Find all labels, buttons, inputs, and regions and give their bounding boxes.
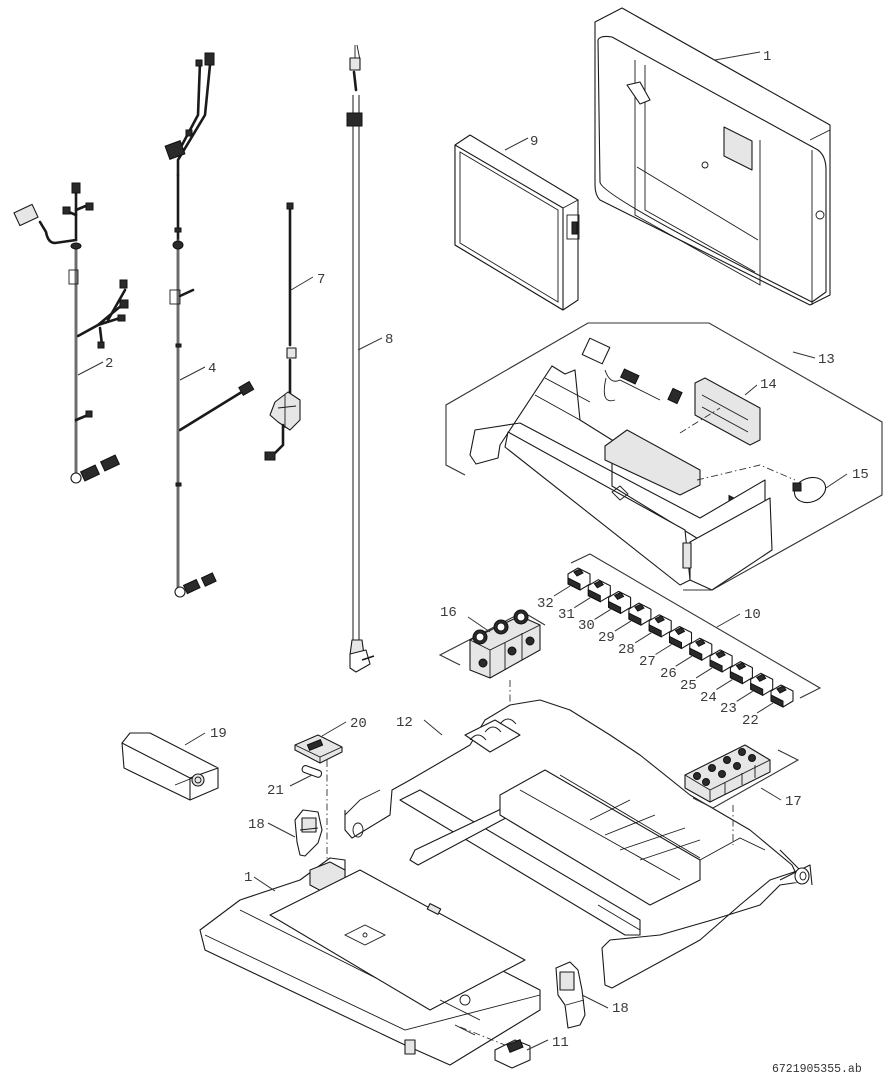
leader-27 <box>655 644 672 655</box>
leader-32 <box>553 585 571 597</box>
part-display-module <box>454 134 580 311</box>
part-clip-18-right <box>555 961 586 1029</box>
callout-1-top: 1 <box>763 49 771 65</box>
callout-22: 22 <box>742 713 759 729</box>
callout-13: 13 <box>818 352 835 368</box>
part-clip-18-left <box>294 809 323 857</box>
connector-24 <box>716 661 753 691</box>
callout-labels: 1 9 2 4 7 8 13 14 15 10 32 31 30 29 28 2… <box>105 49 869 1051</box>
leader-22 <box>756 702 774 714</box>
part-cable-7 <box>264 202 301 461</box>
callout-20: 20 <box>350 716 367 732</box>
connector-22 <box>756 684 794 714</box>
connector-32 <box>553 567 591 597</box>
callout-30: 30 <box>578 618 595 634</box>
part-cover-plate-14 <box>694 377 761 446</box>
callout-8: 8 <box>385 332 393 348</box>
leader-29 <box>614 620 632 632</box>
part-terminal-block-16 <box>438 609 546 720</box>
connector-27 <box>655 625 693 655</box>
callout-17: 17 <box>785 794 802 810</box>
callout-25: 25 <box>680 678 697 694</box>
part-connector-set-10 <box>553 553 822 714</box>
callout-18-left: 18 <box>248 817 265 833</box>
part-grommet-strip-17 <box>684 744 800 845</box>
connector-30 <box>594 590 632 620</box>
part-cover-cap-19 <box>121 732 219 801</box>
callout-12: 12 <box>396 715 413 731</box>
leader-23 <box>736 690 753 702</box>
part-wiring-harness-4 <box>164 52 255 598</box>
bracket-10 <box>570 553 822 699</box>
leader-24 <box>716 679 733 691</box>
connector-26 <box>675 637 713 667</box>
bracket-13 <box>445 322 883 591</box>
connector-29 <box>614 602 652 632</box>
callout-27: 27 <box>639 654 656 670</box>
connector-25 <box>695 649 733 679</box>
callout-26: 26 <box>660 666 677 682</box>
callout-19: 19 <box>210 726 227 742</box>
callout-29: 29 <box>598 630 615 646</box>
connector-23 <box>736 672 774 702</box>
connector-28 <box>634 614 672 644</box>
part-front-casing-top <box>594 7 831 515</box>
leader-30 <box>594 608 611 620</box>
callout-11: 11 <box>552 1035 569 1051</box>
part-knob-15 <box>793 476 827 504</box>
callout-16: 16 <box>440 605 457 621</box>
part-fuse-21 <box>301 760 328 860</box>
part-wiring-harness-2 <box>13 182 129 484</box>
callout-28: 28 <box>618 642 635 658</box>
leader-28 <box>634 632 652 644</box>
part-fuse-cover-20 <box>294 734 343 764</box>
callout-9: 9 <box>530 134 538 150</box>
part-control-unit-13 <box>445 322 883 591</box>
callout-32: 32 <box>537 596 554 612</box>
part-base-frame-12 <box>344 699 813 989</box>
connector-31 <box>574 579 611 609</box>
callout-14: 14 <box>760 377 777 393</box>
callout-10: 10 <box>744 607 761 623</box>
callout-2: 2 <box>105 356 113 372</box>
callout-15: 15 <box>852 467 869 483</box>
part-connector-11 <box>494 1039 531 1069</box>
leader-lines <box>77 51 848 1051</box>
callout-4: 4 <box>208 361 216 377</box>
callout-7: 7 <box>317 272 325 288</box>
bracket-17 <box>692 749 800 809</box>
leader-26 <box>675 655 693 667</box>
part-front-casing-bottom <box>199 857 541 1066</box>
callout-21: 21 <box>267 783 284 799</box>
leader-25 <box>695 667 713 679</box>
callout-1-bottom: 1 <box>244 870 252 886</box>
callout-24: 24 <box>700 690 717 706</box>
leader-31 <box>574 597 591 609</box>
callout-23: 23 <box>720 701 737 717</box>
callout-31: 31 <box>558 607 575 623</box>
callout-18-right: 18 <box>612 1001 629 1017</box>
document-number: 6721905355.ab <box>772 1063 862 1076</box>
part-mains-cable-8 <box>346 44 375 673</box>
